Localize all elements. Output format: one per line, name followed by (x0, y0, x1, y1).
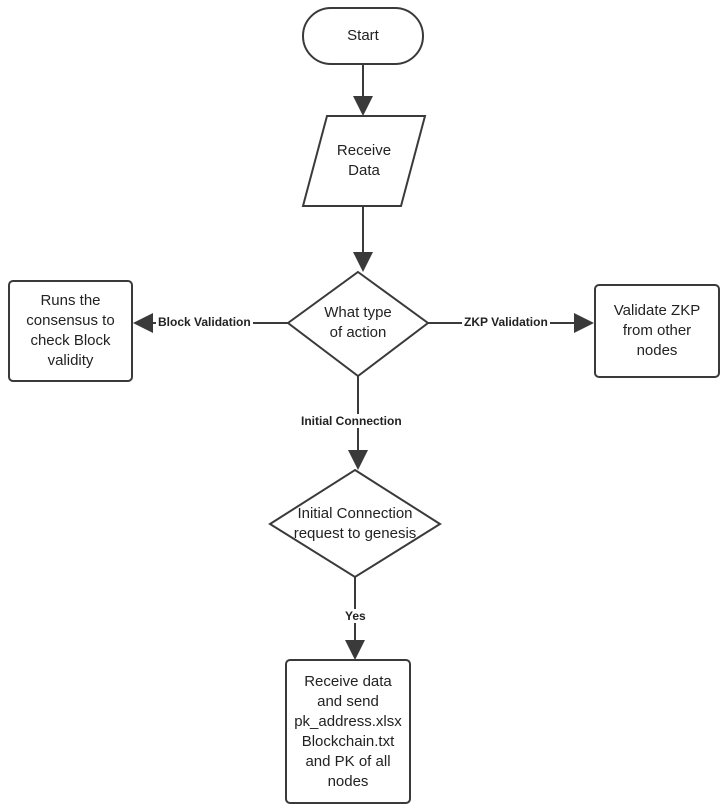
block-box-line-3: check Block (30, 332, 111, 349)
receive-send-box (285, 659, 411, 804)
block-box-line-1: Runs the (40, 292, 101, 309)
action-decision-line-2: of action (329, 324, 387, 341)
edge-label-block-validation: Block Validation (156, 315, 253, 329)
block-box-line-4: validity (47, 352, 94, 369)
block-box-line-2: consensus to (26, 312, 115, 329)
final-box-line-2: and send (317, 692, 379, 710)
receive-data-line-2: Data (348, 162, 380, 179)
receive-data-line-1: Receive (336, 142, 392, 159)
receive-send-box-label: Receive data and send pk_address.xlsx Bl… (280, 660, 416, 803)
block-validation-box-label: Runs the consensus to check Block validi… (9, 281, 132, 381)
initial-connection-label: Initial Connection request to genesis (270, 496, 440, 552)
zkp-box-line-1: Validate ZKP (613, 302, 701, 319)
edge-label-initial-connection: Initial Connection (299, 414, 404, 428)
receive-data-parallelogram (301, 115, 427, 207)
final-box-line-3: pk_address.xlsx (294, 712, 402, 730)
edge-label-yes: Yes (343, 609, 368, 623)
final-box-line-5: and PK of all (305, 752, 391, 770)
zkp-box-label: Validate ZKP from other nodes (595, 285, 719, 377)
final-box-line-4: Blockchain.txt (301, 732, 395, 750)
edge-label-zkp-validation: ZKP Validation (462, 315, 550, 329)
initial-decision-line-1: Initial Connection (297, 505, 413, 522)
receive-data-label: Receive Data (315, 116, 413, 206)
start-label: Start (347, 27, 379, 44)
zkp-validation-box (594, 284, 720, 378)
action-decision-label: What type of action (300, 290, 416, 356)
zkp-box-line-2: from other (622, 322, 692, 339)
zkp-box-line-3: nodes (636, 342, 678, 359)
final-box-line-1: Receive data (304, 672, 392, 690)
final-box-line-6: nodes (327, 772, 369, 790)
action-decision-line-1: What type (324, 304, 392, 321)
block-validation-box (8, 280, 133, 382)
initial-decision-line-2: request to genesis (293, 525, 417, 542)
